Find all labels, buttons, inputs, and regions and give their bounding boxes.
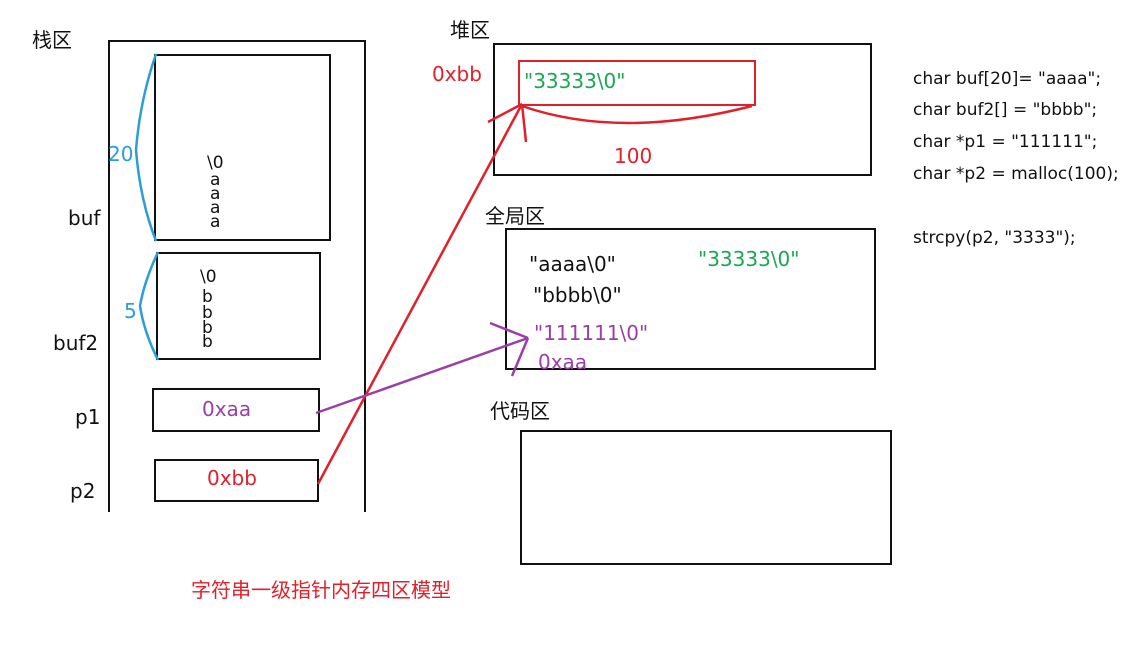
code-line: char *p2 = malloc(100); [913,164,1119,184]
buf2-char: b [202,332,213,352]
p2-pointer-arrow [316,103,524,485]
heap-address: 0xbb [432,62,482,86]
buf-char: \0 [207,153,224,173]
p1-value: 0xaa [202,397,252,421]
heap-content: "33333\0" [524,69,626,93]
stack-frame [108,40,366,512]
buf-char: a [210,170,221,190]
buf-size-brace [134,53,158,242]
heap-size-curve [521,104,753,125]
p1-arrowhead [489,321,529,340]
heap-box [493,43,872,176]
code-line: char buf2[] = "bbbb"; [913,100,1098,120]
p2-label: p2 [70,479,96,503]
buf-box [154,54,331,241]
code-line: strcpy(p2, "3333"); [913,228,1076,248]
global-p1-address: 0xaa [538,350,588,374]
heap-label: 堆区 [450,18,490,42]
p1-label: p1 [75,405,101,429]
buf-label: buf [68,206,101,230]
global-string: "aaaa\0" [529,252,616,276]
p2-value: 0xbb [207,466,257,490]
buf-char: a [210,212,221,232]
heap-block [518,60,756,106]
p1-box [152,388,320,432]
buf2-char: \0 [200,267,217,287]
buf2-char: b [202,287,213,307]
p2-box [154,459,319,502]
code-label: 代码区 [490,399,550,423]
global-p1-target: "111111\0" [534,321,649,345]
buf2-label: buf2 [53,331,99,355]
code-box [520,430,892,565]
buf2-char: b [202,318,213,338]
code-line: char *p1 = "111111"; [913,132,1098,152]
diagram-title: 字符串一级指针内存四区模型 [191,578,451,602]
global-box [505,228,876,370]
buf2-char: b [202,303,213,323]
global-label: 全局区 [485,204,545,228]
p1-arrowhead [510,337,530,377]
buf2-size-label: 5 [124,299,137,323]
p2-arrowhead [487,102,523,124]
p2-arrowhead [520,103,528,143]
global-string: "bbbb\0" [533,283,622,307]
buf-char: a [210,184,221,204]
stack-label: 栈区 [32,28,72,52]
global-string: "33333\0" [698,247,800,271]
buf2-box [156,252,321,360]
buf2-size-brace [138,251,160,361]
code-line: char buf[20]= "aaaa"; [913,69,1102,89]
p1-pointer-arrow [315,336,529,415]
buf-char: a [210,198,221,218]
buf-size-label: 20 [108,142,134,166]
heap-size: 100 [614,144,653,168]
